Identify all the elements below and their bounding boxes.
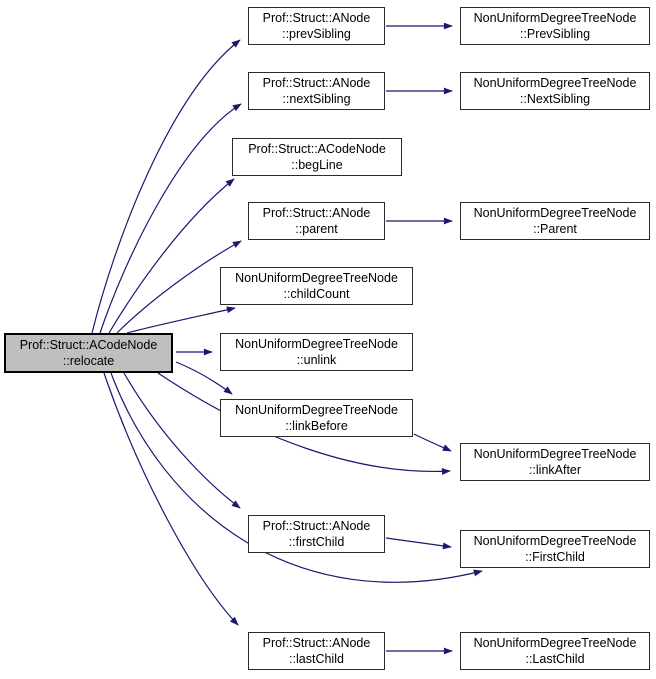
node-label: Prof::Struct::ACodeNode (19, 338, 158, 352)
node-label: NonUniformDegreeTreeNode (235, 337, 398, 351)
node-NextSibling[interactable]: NonUniformDegreeTreeNode ::NextSibling (460, 72, 650, 110)
node-label: Prof::Struct::ANode (262, 11, 371, 25)
node-label: ::firstChild (288, 535, 345, 549)
node-label: ::lastChild (289, 652, 344, 666)
node-label: ::PrevSibling (519, 27, 591, 41)
node-linkBefore[interactable]: NonUniformDegreeTreeNode ::linkBefore (220, 399, 413, 437)
node-label: ::Parent (533, 222, 577, 236)
node-linkAfter[interactable]: NonUniformDegreeTreeNode ::linkAfter (460, 443, 650, 481)
node-label: Prof::Struct::ACodeNode (248, 142, 386, 156)
node-label: ::parent (295, 222, 338, 236)
node-label: ::unlink (296, 353, 337, 367)
node-PrevSibling[interactable]: NonUniformDegreeTreeNode ::PrevSibling (460, 7, 650, 45)
node-label: ::prevSibling (282, 27, 351, 41)
node-label: NonUniformDegreeTreeNode (473, 206, 637, 220)
node-label: ::FirstChild (525, 550, 585, 564)
node-label: NonUniformDegreeTreeNode (473, 447, 637, 461)
node-nextSibling[interactable]: Prof::Struct::ANode ::nextSibling (248, 72, 385, 110)
node-firstChild[interactable]: Prof::Struct::ANode ::firstChild (248, 515, 385, 553)
node-label: NonUniformDegreeTreeNode (235, 403, 398, 417)
edge-relocate-prevSibling (91, 39, 241, 334)
node-label: NonUniformDegreeTreeNode (473, 636, 637, 650)
node-LastChild[interactable]: NonUniformDegreeTreeNode ::LastChild (460, 632, 650, 670)
edge-relocate-childCount (126, 306, 236, 334)
edge-relocate-firstChild (123, 372, 241, 509)
node-label: NonUniformDegreeTreeNode (235, 271, 398, 285)
node-label: Prof::Struct::ANode (262, 636, 371, 650)
node-parent[interactable]: Prof::Struct::ANode ::parent (248, 202, 385, 240)
node-begLine[interactable]: Prof::Struct::ACodeNode ::begLine (232, 138, 402, 176)
node-label: ::LastChild (525, 652, 585, 666)
node-label: Prof::Struct::ANode (262, 76, 371, 90)
node-unlink[interactable]: NonUniformDegreeTreeNode ::unlink (220, 333, 413, 371)
edge-firstChild-FirstChild (385, 537, 452, 550)
node-childCount[interactable]: NonUniformDegreeTreeNode ::childCount (220, 267, 413, 305)
node-label: ::childCount (283, 287, 350, 301)
node-label: ::begLine (291, 158, 343, 172)
node-label: NonUniformDegreeTreeNode (473, 534, 637, 548)
edge-relocate-begLine (108, 178, 235, 334)
node-label: Prof::Struct::ANode (262, 206, 371, 220)
node-label: ::linkBefore (285, 419, 348, 433)
edge-linkBefore-linkAfter (413, 433, 452, 452)
edge-relocate-lastChild (103, 372, 239, 626)
node-relocate[interactable]: Prof::Struct::ACodeNode ::relocate (4, 333, 173, 373)
node-label: ::NextSibling (519, 92, 591, 106)
node-label: NonUniformDegreeTreeNode (473, 11, 637, 25)
node-label: ::nextSibling (282, 92, 351, 106)
node-Parent[interactable]: NonUniformDegreeTreeNode ::Parent (460, 202, 650, 240)
node-label: ::relocate (62, 354, 115, 368)
node-label: Prof::Struct::ANode (262, 519, 371, 533)
node-FirstChild[interactable]: NonUniformDegreeTreeNode ::FirstChild (460, 530, 650, 568)
node-label: ::linkAfter (528, 463, 582, 477)
node-label: NonUniformDegreeTreeNode (473, 76, 637, 90)
node-prevSibling[interactable]: Prof::Struct::ANode ::prevSibling (248, 7, 385, 45)
node-lastChild[interactable]: Prof::Struct::ANode ::lastChild (248, 632, 385, 670)
